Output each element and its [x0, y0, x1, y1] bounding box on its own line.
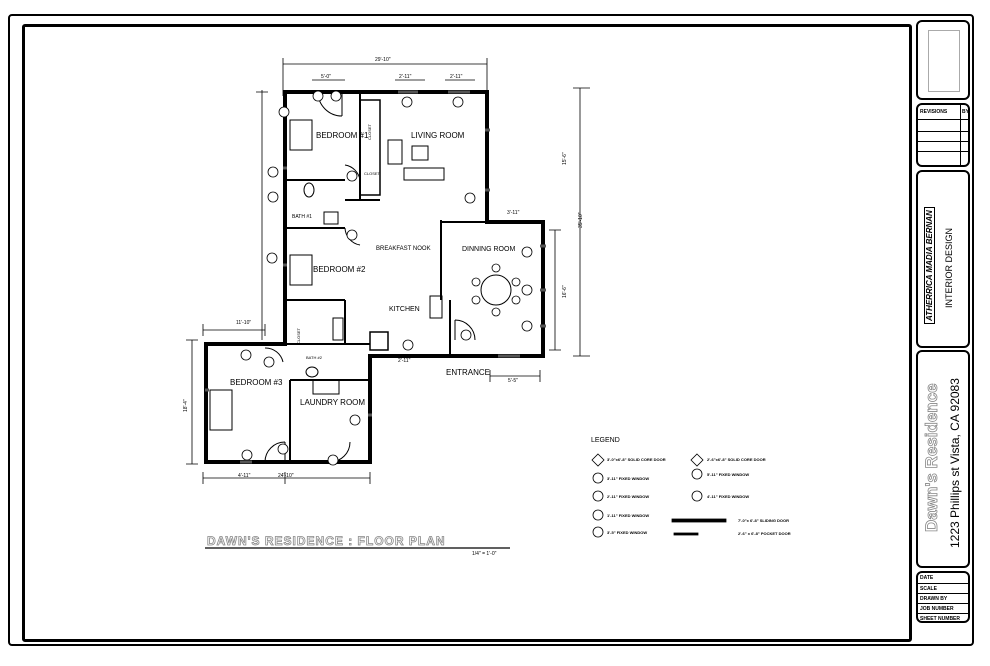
dimension-line [282, 58, 488, 96]
bed-1 [289, 119, 313, 151]
title-block-project: Dawn's Residence 1223 Phillips st Vista,… [916, 350, 970, 568]
project-name: Dawn's Residence [922, 383, 942, 532]
closet-wall [360, 99, 381, 196]
door-swing [454, 319, 476, 341]
room-label-bath1: BATH #1 [292, 214, 312, 220]
legend-title: LEGEND [591, 437, 620, 444]
room-label-closet3: CLOSET [296, 327, 301, 344]
dimension-line [256, 90, 268, 340]
room-label-kitchen: KITCHEN [389, 306, 420, 313]
room-label-entrance: ENTRANCE [446, 368, 491, 377]
dim-top-a: 5'-0" [321, 74, 331, 80]
field-job-number: JOB NUMBER [918, 603, 968, 614]
interior-wall [284, 92, 380, 345]
room-label-bath2: BATH #2 [306, 355, 322, 360]
dimension-line [186, 339, 198, 465]
exterior-wall [204, 90, 545, 464]
title-block-designer: ATHERRICA MADIA BERNAN INTERIOR DESIGN [916, 170, 970, 348]
legend-item: 3'-0"x6'-8" SOLID CORE DOOR [607, 457, 666, 462]
field-date: DATE [920, 575, 934, 581]
dim-top-b: 2'-11" [399, 74, 412, 80]
bed-2 [289, 254, 313, 286]
vanity-1 [323, 211, 339, 225]
room-label-dining: DINNING ROOM [462, 246, 516, 253]
room-label-closet1: CLOSET [364, 171, 381, 176]
field-scale: SCALE [918, 583, 968, 594]
dim-dining-right: 16'-6" [562, 285, 568, 298]
designer-signature: ATHERRICA MADIA BERNAN [924, 207, 935, 324]
dimension-line [549, 229, 561, 351]
legend-door: 7'-0"x 6'-8" SLIDING DOOR [738, 518, 790, 523]
legend-symbols [591, 453, 727, 538]
revisions-label: REVISIONS [920, 109, 948, 115]
coffee-table [411, 145, 429, 161]
room-label-bedroom1: BEDROOM #1 [316, 131, 369, 140]
toilet-1 [303, 182, 315, 198]
legend-item: 3'-11" FIXED WINDOW [607, 476, 650, 481]
washer-dryer [312, 379, 340, 395]
dim-bottom-a: 4'-11" [238, 473, 251, 479]
by-label: BY [962, 109, 969, 115]
storage [332, 317, 344, 341]
sink [429, 295, 443, 319]
legend-item: 2'-6"x6'-8" SOLID CORE DOOR [707, 457, 766, 462]
project-address: 1223 Phillips st Vista, CA 92083 [948, 378, 962, 548]
tag-markers [240, 90, 533, 466]
sofa [403, 167, 445, 181]
legend-item: 3'-5" FIXED WINDOW [607, 530, 648, 535]
window [205, 90, 546, 464]
drawing-sheet-border [8, 14, 974, 646]
discipline-label: INTERIOR DESIGN [944, 227, 954, 308]
legend-item: 2'-11" FIXED WINDOW [607, 494, 650, 499]
room-label-bedroom3: BEDROOM #3 [230, 378, 283, 387]
title-block-revisions: REVISIONS BY [916, 103, 970, 167]
dimension-line [573, 87, 590, 357]
plan-scale: 1/4" = 1'-0" [472, 551, 497, 557]
dim-top-c: 2'-11" [450, 74, 463, 80]
bed-3 [209, 389, 233, 431]
door-swing [344, 164, 361, 181]
room-label-laundry: LAUNDRY ROOM [300, 398, 366, 407]
dim-bedroom3-top: 11'-10" [236, 320, 252, 326]
room-label-closet2: CLOSET [367, 123, 372, 140]
legend-item: 1'-11" FIXED WINDOW [607, 513, 650, 518]
legend-item: 5'-11" FIXED WINDOW [707, 472, 750, 477]
title-block-fields: DATE SCALE DRAWN BY JOB NUMBER SHEET NUM… [916, 571, 970, 623]
room-label-bedroom2: BEDROOM #2 [313, 265, 366, 274]
field-sheet-number: SHEET NUMBER [918, 613, 968, 624]
armchair [387, 139, 403, 165]
dim-kitchen-w: 2'-11" [398, 358, 411, 364]
field-drawn-by: DRAWN BY [918, 593, 968, 604]
interior-wall [289, 220, 487, 462]
legend-door: 2'-6" x 6'-8" POCKET DOOR [738, 531, 791, 536]
dim-overall-right: 35'-10" [578, 212, 584, 228]
legend-item: 4'-11" FIXED WINDOW [707, 494, 750, 499]
dim-right-upper: 15'-6" [562, 152, 568, 165]
dimension-line [489, 370, 541, 382]
dim-overall-top: 29'-10" [375, 57, 391, 63]
dining-table [480, 274, 512, 306]
title-block-logo [916, 20, 970, 100]
room-label-breakfast: BREAKFAST NOOK [376, 246, 431, 252]
dimension-line [202, 324, 266, 336]
dim-entrance-w: 5'-5" [508, 378, 518, 384]
dim-dining-top: 3'-11" [507, 210, 520, 216]
dim-bottom-b: 24'-10" [278, 473, 294, 479]
dim-left-bottom: 18'-4" [183, 399, 189, 412]
door-swing [264, 347, 284, 363]
drawing-area-border [22, 24, 912, 642]
dimension-line [202, 472, 371, 484]
toilet-2 [305, 366, 319, 378]
plan-title: DAWN'S RESIDENCE : FLOOR PLAN [207, 534, 446, 549]
range [369, 331, 389, 351]
room-label-living: LIVING ROOM [411, 131, 465, 140]
